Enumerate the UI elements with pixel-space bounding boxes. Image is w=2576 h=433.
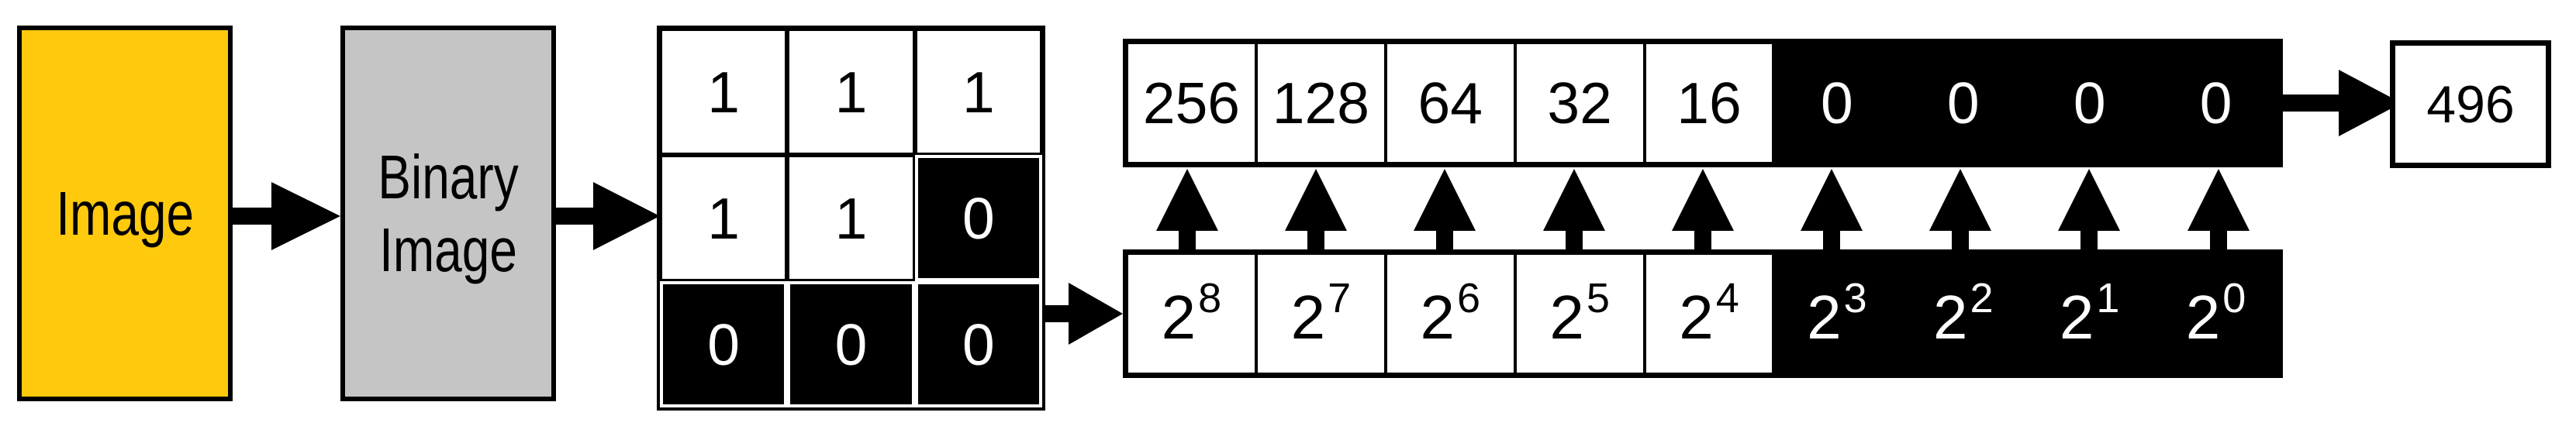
place-value-cell: 0 <box>1900 43 2027 163</box>
place-value-cell: 16 <box>1644 43 1774 163</box>
image-box-label: Image <box>56 178 194 248</box>
grid-cell: 1 <box>787 155 915 281</box>
up-arrow-icon <box>1801 169 1863 249</box>
grid-cell: 1 <box>787 29 915 155</box>
place-value-cell: 128 <box>1255 43 1386 163</box>
grid-cell: 0 <box>914 281 1042 407</box>
power-cell: 22 <box>1900 253 2027 374</box>
power-cell: 26 <box>1385 253 1515 374</box>
binary-image-box: Binary Image <box>340 26 556 401</box>
place-value-row: 256 128 64 32 16 0 0 0 0 <box>1123 39 2283 167</box>
grid-cell: 0 <box>914 155 1042 281</box>
right-arrow-icon <box>556 182 660 250</box>
image-box: Image <box>17 26 233 401</box>
grid-cell: 1 <box>914 29 1042 155</box>
power-cell: 25 <box>1514 253 1645 374</box>
result-box: 496 <box>2390 40 2551 168</box>
place-value-cell: 0 <box>1773 43 1901 163</box>
place-value-cell: 32 <box>1514 43 1645 163</box>
right-arrow-icon <box>1045 283 1123 345</box>
power-cell: 27 <box>1255 253 1386 374</box>
grid-cell: 0 <box>787 281 915 407</box>
power-cell: 24 <box>1644 253 1774 374</box>
result-box-label: 496 <box>2426 74 2515 134</box>
right-arrow-icon <box>2283 70 2402 136</box>
grid-cell: 1 <box>660 155 788 281</box>
up-arrow-icon <box>1414 169 1476 249</box>
binary-pixel-grid: 1 1 1 1 1 0 0 0 0 <box>657 26 1045 411</box>
right-arrow-icon <box>233 182 340 250</box>
power-cell: 23 <box>1773 253 1901 374</box>
up-arrow-icon <box>2188 169 2250 249</box>
binary-image-box-label: Binary Image <box>378 142 519 284</box>
up-arrow-icon <box>2058 169 2120 249</box>
grid-cell: 1 <box>660 29 788 155</box>
power-cell: 21 <box>2026 253 2153 374</box>
power-cell: 28 <box>1127 253 1256 374</box>
power-of-two-row: 28 27 26 25 24 23 22 21 20 <box>1123 249 2283 378</box>
up-arrow-icon <box>1929 169 1991 249</box>
place-value-cell: 64 <box>1385 43 1515 163</box>
power-cell: 20 <box>2153 253 2280 374</box>
place-value-cell: 256 <box>1127 43 1256 163</box>
up-arrow-icon <box>1672 169 1734 249</box>
up-arrow-icon <box>1285 169 1347 249</box>
place-value-cell: 0 <box>2026 43 2153 163</box>
up-arrow-icon <box>1156 169 1218 249</box>
grid-cell: 0 <box>660 281 788 407</box>
up-arrow-icon <box>1543 169 1605 249</box>
place-value-cell: 0 <box>2153 43 2280 163</box>
